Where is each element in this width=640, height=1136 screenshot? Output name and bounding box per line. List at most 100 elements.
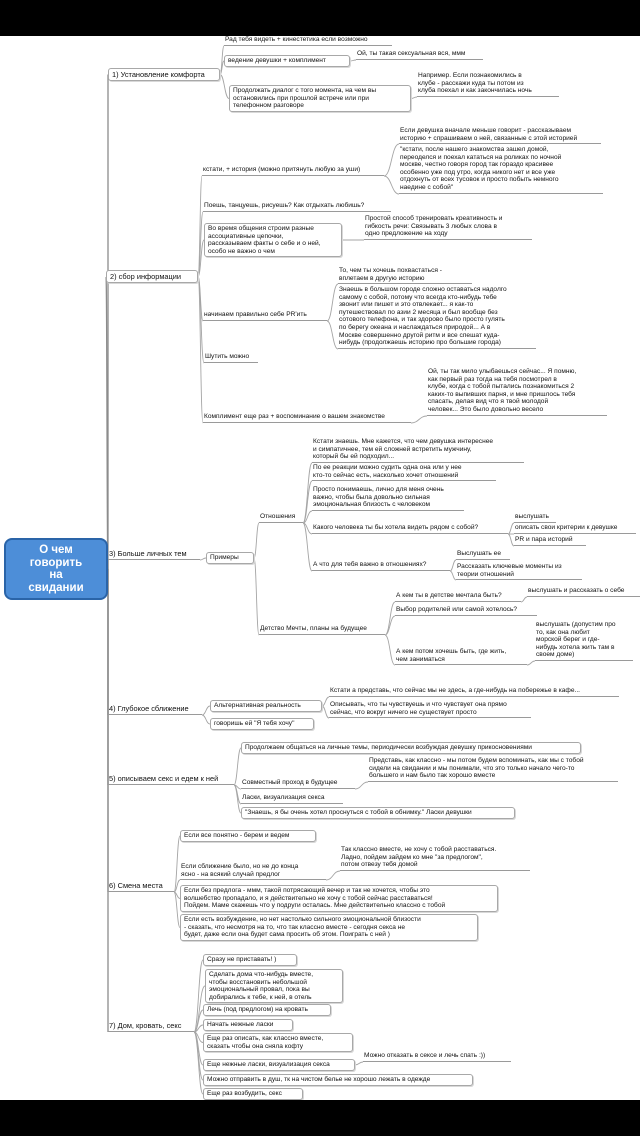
connector-c3a1e1 (449, 559, 457, 572)
topic-node-c2d[interactable]: начинаем правильно себе PR'ить (203, 311, 327, 321)
topic-node-c5b[interactable]: Совместный проход в будущее (241, 779, 355, 789)
connector-c6b (173, 879, 181, 893)
category-node-c7[interactable]: 7) Дом, кровать, секс (108, 1021, 194, 1032)
connector-c3a1 (253, 522, 260, 559)
connector-c3a1c (302, 510, 313, 524)
connector-c1b1 (349, 59, 357, 62)
topic-node-c3a1d3[interactable]: PR и пара историй (514, 536, 586, 546)
topic-node-c3a1[interactable]: Отношения (259, 513, 303, 523)
topic-node-c7d[interactable]: Начать нежные ласки (203, 1019, 293, 1031)
connector-c3a1e2 (449, 570, 457, 581)
connector-c3a1b (302, 480, 313, 524)
topic-node-c6c[interactable]: Если без предлога - ммм, такой потрясающ… (180, 885, 498, 912)
topic-node-c3a1b[interactable]: По ее реакции можно судить одна она или … (312, 464, 496, 482)
topic-node-c1b1[interactable]: Ой, ты такая сексуальная вся, ммм (356, 50, 483, 60)
topic-node-c2c[interactable]: Во время общения строим разные ассоциати… (204, 223, 342, 258)
topic-node-c2b[interactable]: Поешь, танцуешь, рисуешь? Как отдыхать л… (203, 202, 391, 212)
topic-node-c3a2c1[interactable]: выслушать (допустим про то, как она люби… (535, 621, 633, 661)
topic-node-c3a1d1[interactable]: выслушать (514, 513, 556, 523)
topic-node-c4a2[interactable]: Описывать, что ты чувствуешь и что чувст… (329, 701, 531, 719)
topic-node-c6d[interactable]: Если есть возбуждение, но нет настолько … (180, 914, 478, 941)
connector-c1c1 (410, 96, 418, 99)
connector-c3a2a (384, 601, 396, 636)
category-node-c4[interactable]: 4) Глубокое сближение (108, 704, 202, 715)
topic-node-c3a1d[interactable]: Какого человека ты бы хотела видеть рядо… (312, 524, 508, 534)
topic-node-c1b[interactable]: ведение девушки + комплимент (224, 55, 350, 67)
topic-node-c2e[interactable]: Шутить можно (204, 353, 258, 363)
topic-node-c2f[interactable]: Комплимент еще раз + воспоминание о ваше… (203, 413, 411, 423)
connector-c6b1 (325, 870, 341, 881)
topic-node-c3a1e2[interactable]: Рассказать ключевые моменты из теории от… (456, 563, 582, 581)
topic-node-c1a[interactable]: Рад тебя видеть + кинестетика если возмо… (224, 36, 392, 46)
topic-node-c3a2a1[interactable]: выслушать и рассказать о себе (527, 587, 640, 597)
topic-node-c7a[interactable]: Сразу не приставать! ) (203, 954, 297, 966)
topic-node-c7f[interactable]: Еще нежные ласки, визуализация секса (203, 1059, 355, 1071)
topic-node-c1c1[interactable]: Например. Если познакомились в клубе - р… (417, 72, 559, 97)
connector-c5a (233, 747, 242, 786)
topic-node-c2a2[interactable]: "кстати, после нашего знакомства зашел д… (399, 146, 603, 194)
topic-node-c2d2[interactable]: Знаешь в большом городе сложно оставатьс… (338, 286, 536, 349)
topic-node-c7e[interactable]: Еще раз описать, как классно вместе, ска… (203, 1033, 353, 1053)
mind-map-canvas[interactable]: О чем говорить на свидании 1) Установлен… (0, 36, 640, 1100)
topic-node-c3a2a[interactable]: А кем ты в детстве мечтала быть? (395, 592, 521, 602)
topic-node-c3a[interactable]: Примеры (206, 552, 254, 564)
topic-node-c3a1a[interactable]: Кстати знаешь. Мне кажется, что чем деву… (312, 438, 524, 463)
topic-node-c3a2[interactable]: Детство Мечты, планы на будущее (259, 625, 385, 635)
topic-node-c3a1d2[interactable]: описать свои критерии к девушке (514, 524, 636, 534)
connector-c4a2 (321, 705, 330, 719)
topic-node-c3a1e1[interactable]: Выслушать ее (456, 550, 510, 560)
connector-c3a2c (384, 634, 396, 666)
connector-c3a1a (302, 462, 313, 524)
topic-node-c7h[interactable]: Еще раз возбудить, секс (203, 1088, 303, 1100)
topic-node-c6a[interactable]: Если все понятно - берем и ведем (180, 830, 316, 842)
category-node-c3[interactable]: 3) Больше личных тем (108, 549, 200, 560)
topic-node-c4a[interactable]: Альтернативная реальность (210, 700, 322, 712)
topic-node-c7b[interactable]: Сделать дома что-нибудь вместе, чтобы во… (205, 969, 343, 1004)
connector-c7a (193, 959, 204, 1033)
connector-c2a1 (383, 143, 400, 177)
topic-node-c7f1[interactable]: Можно отказать в сексе и лечь спать :)) (363, 1052, 511, 1062)
topic-node-c2c1[interactable]: Простой способ тренировать креативность … (364, 215, 532, 240)
connector-c2c (197, 239, 205, 277)
topic-node-c2a[interactable]: кстати, + история (можно притянуть любую… (202, 166, 384, 176)
topic-node-c2a1[interactable]: Если девушка вначале меньше говорит - ра… (399, 127, 601, 145)
category-node-c1[interactable]: 1) Установление комфорта (108, 68, 220, 81)
topic-node-c4a1[interactable]: Кстати а представь, что сейчас мы не зде… (329, 687, 619, 697)
topic-node-c3a2c[interactable]: А кем потом хочешь быть, где жить, чем з… (395, 648, 527, 666)
topic-node-c1c[interactable]: Продолжать диалог с того момента, на чем… (229, 85, 411, 112)
connector-c3a2 (253, 557, 260, 636)
connector-c6a (173, 835, 181, 893)
connector-c7f1 (354, 1061, 364, 1066)
connector-c3a1d3 (507, 533, 515, 547)
topic-node-c6b1[interactable]: Так классно вместе, не хочу с тобой расс… (340, 846, 530, 871)
topic-node-c3a1c[interactable]: Просто понимаешь, лично для меня очень в… (312, 486, 464, 511)
topic-node-c5a[interactable]: Продолжаем общаться на личные темы, пери… (241, 742, 581, 754)
topic-node-c6b[interactable]: Если сближение было, но не до конца ясно… (180, 863, 326, 881)
connector-c2d2 (326, 320, 339, 350)
topic-node-c4b[interactable]: говоришь ей "Я тебя хочу" (210, 718, 314, 730)
topic-node-c3a1e[interactable]: А что для тебя важно в отношениях? (312, 561, 450, 571)
connector-c1b (219, 60, 225, 75)
connector-c3a (199, 557, 207, 561)
category-node-c2[interactable]: 2) сбор информации (106, 270, 198, 283)
connector-c2e (197, 276, 205, 364)
connector-c2f (197, 276, 204, 424)
connector-c6d (173, 891, 181, 928)
topic-node-c2f1[interactable]: Ой, ты так мило улыбаешься сейчас... Я п… (427, 368, 607, 416)
category-node-c6[interactable]: 6) Смена места (108, 881, 174, 892)
topic-node-c2d1[interactable]: То, чем ты хочешь похвастаться - вплетае… (338, 267, 472, 285)
connector-c5d (233, 784, 242, 814)
connector-c2b (197, 211, 204, 277)
root-topic[interactable]: О чем говорить на свидании (4, 538, 108, 600)
connector-lines (105, 45, 536, 1095)
topic-node-c5b1[interactable]: Представь, как классно - мы потом будем … (368, 757, 618, 782)
topic-node-c3a2b[interactable]: Выбор родителей или самой хотелось? (395, 606, 537, 616)
connector-c1c (219, 74, 230, 99)
topic-node-c7c[interactable]: Лечь (под предлогом) на кровать (203, 1004, 331, 1016)
category-node-c5[interactable]: 5) описываем секс и едем к ней (108, 774, 234, 785)
topic-node-c5c[interactable]: Ласки, визуализация секса (241, 794, 343, 804)
topic-node-c5d[interactable]: "Знаешь, я бы очень хотел проснуться с т… (241, 807, 515, 819)
connector-c3a2c1 (526, 660, 536, 666)
topic-node-c7g[interactable]: Можно отправить в душ, тк на чистом бель… (203, 1074, 473, 1086)
connector-c2f1 (410, 415, 428, 424)
